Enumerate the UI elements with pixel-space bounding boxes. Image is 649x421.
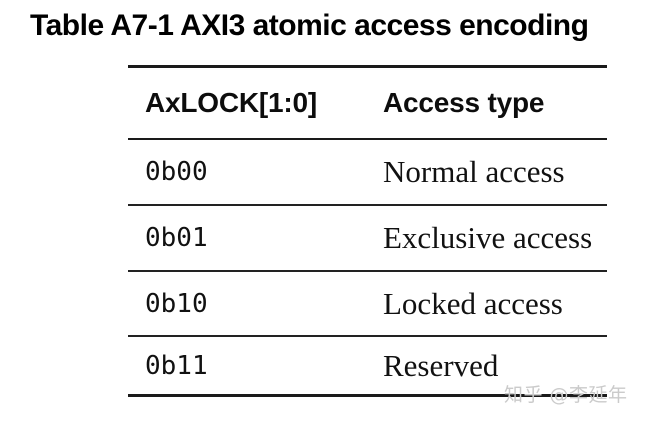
table-row: 0b11 Reserved (128, 337, 607, 394)
column-header-axlock: AxLOCK[1:0] (145, 87, 318, 118)
cell-axlock-value: 0b10 (145, 288, 208, 319)
table-header-row: AxLOCK[1:0] Access type (128, 68, 607, 140)
table-row: 0b10 Locked access (128, 272, 607, 337)
cell-access-type: Locked access (383, 285, 563, 321)
cell-access-type: Normal access (383, 154, 565, 189)
cell-access-type: Exclusive access (383, 220, 593, 255)
atomic-access-encoding-table: AxLOCK[1:0] Access type 0b00 Normal acce… (128, 65, 607, 397)
cell-axlock-value: 0b01 (145, 223, 208, 253)
table-row: 0b01 Exclusive access (128, 206, 607, 272)
page-title: Table A7-1 AXI3 atomic access encoding (30, 9, 589, 42)
cell-axlock-value: 0b00 (145, 157, 208, 187)
column-header-access-type: Access type (383, 87, 545, 118)
cell-access-type: Reserved (383, 347, 499, 383)
table-row: 0b00 Normal access (128, 140, 607, 206)
cell-axlock-value: 0b11 (145, 350, 208, 381)
